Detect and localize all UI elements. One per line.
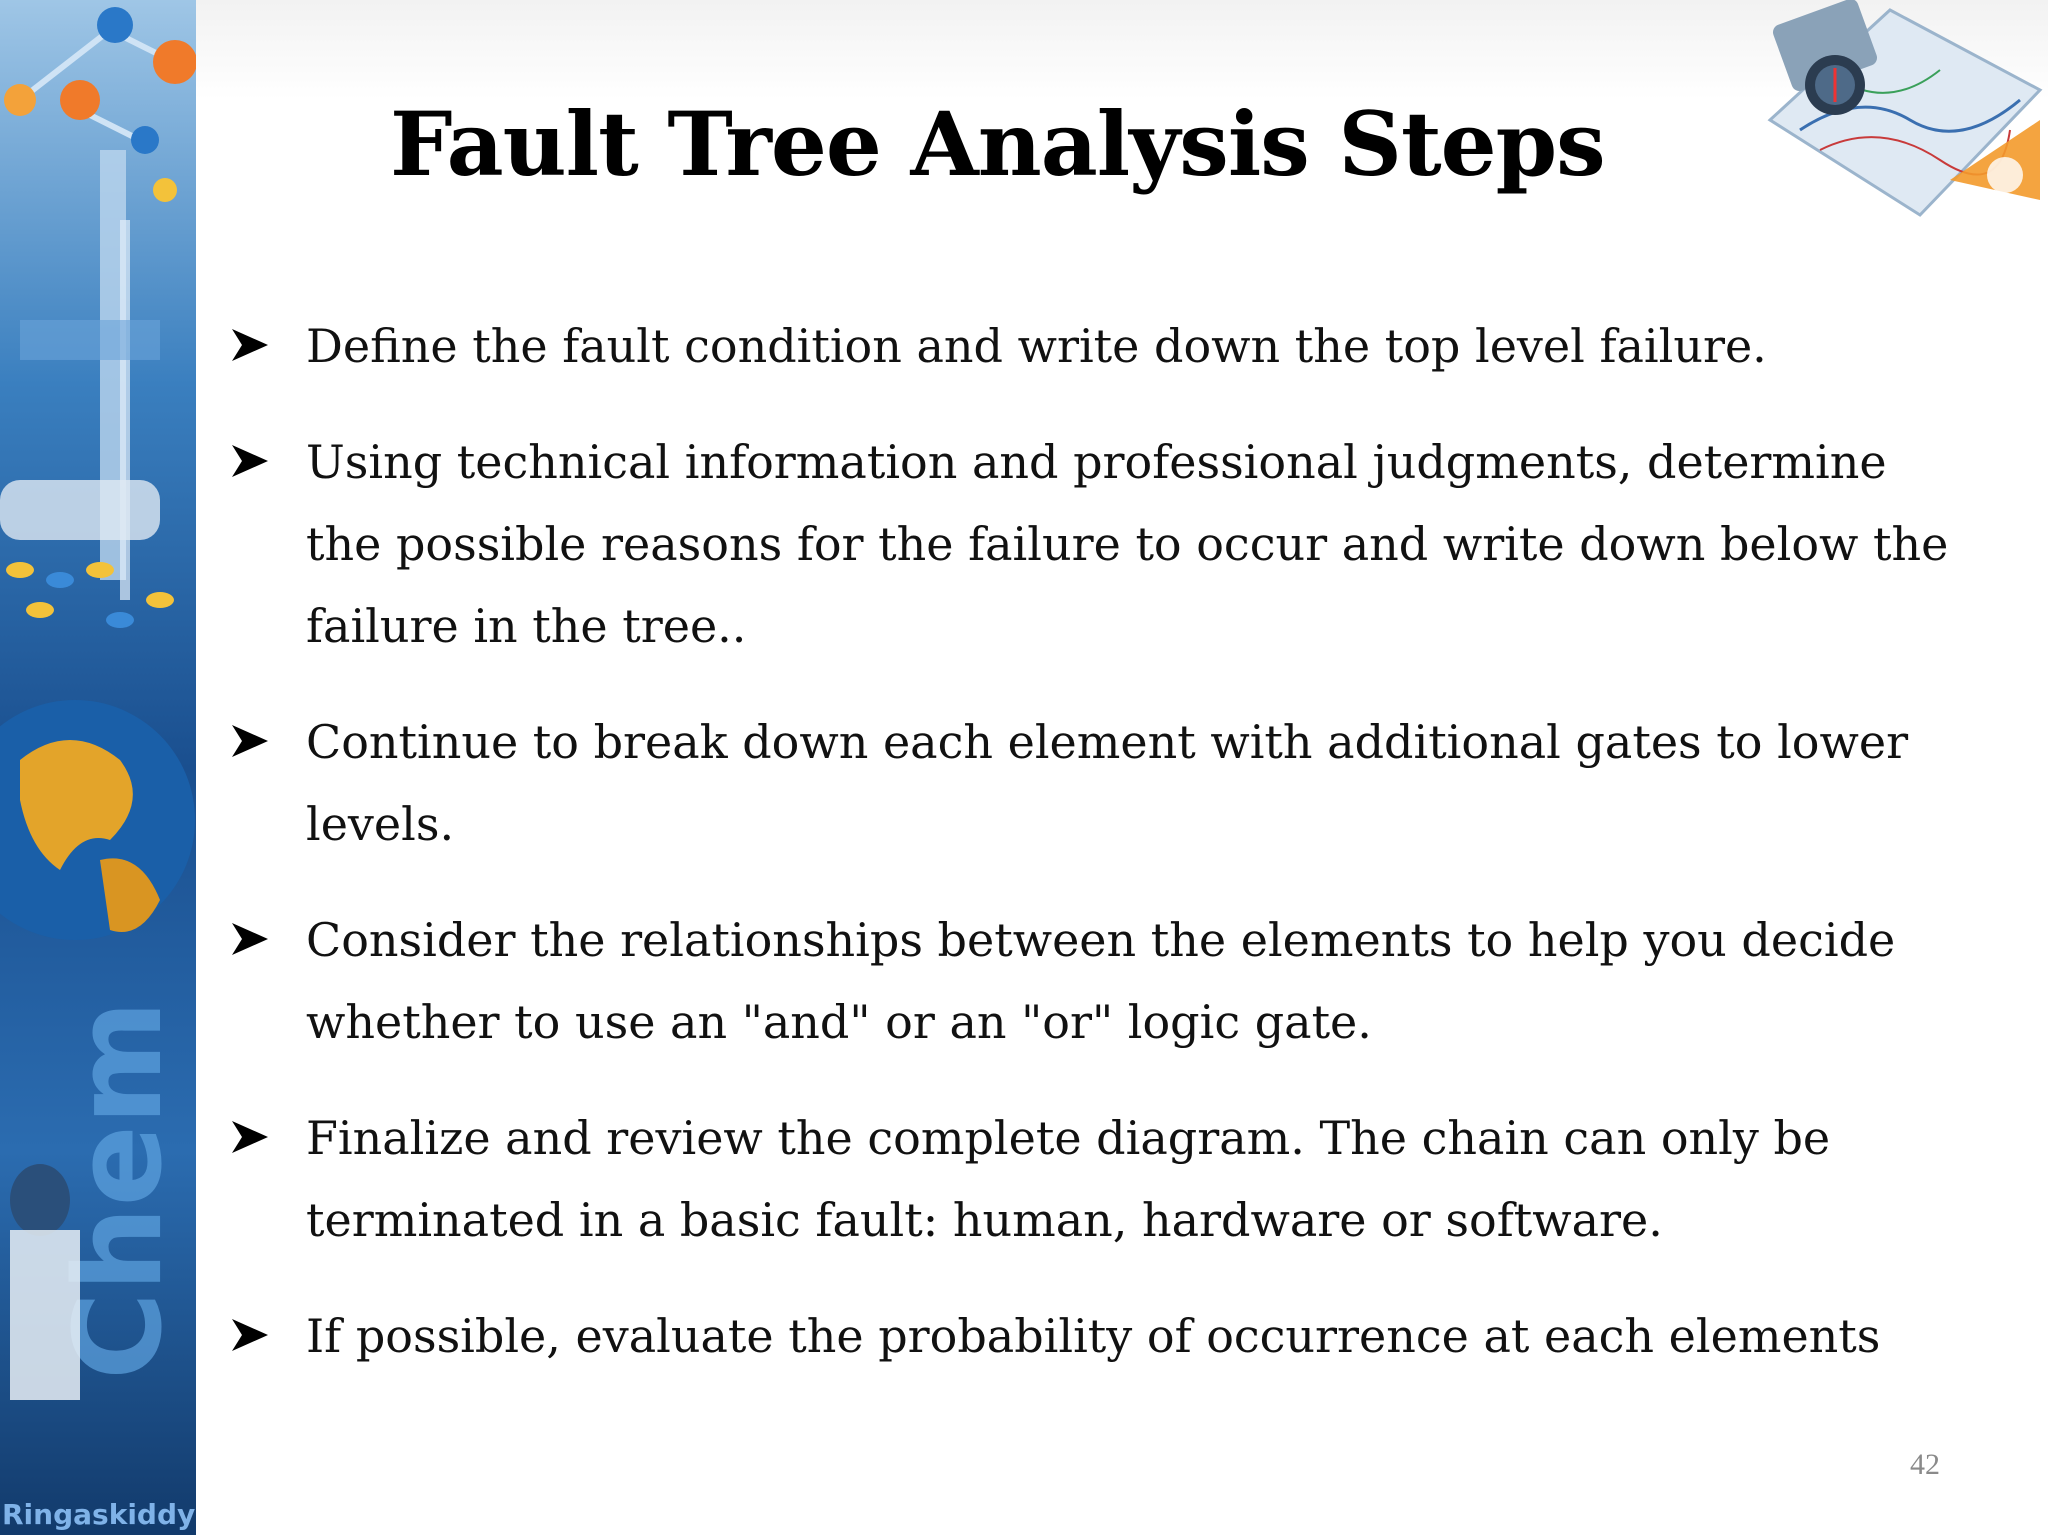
bullet-text: Continue to break down each element with… [306, 715, 1909, 851]
bullet-text: Consider the relationships between the e… [306, 913, 1896, 1049]
slide-title: Fault Tree Analysis Steps [390, 92, 1606, 196]
bullet-text: Using technical information and professi… [306, 435, 1949, 653]
map-compass-illustration [1740, 0, 2048, 235]
arrow-bullet-icon [232, 923, 268, 955]
bullet-text: Define the fault condition and write dow… [306, 319, 1767, 373]
bullet-item: Define the fault condition and write dow… [230, 305, 1950, 387]
bullet-list: Define the fault condition and write dow… [230, 305, 1950, 1411]
arrow-bullet-icon [232, 1121, 268, 1153]
page-number: 42 [1910, 1448, 1940, 1481]
arrow-bullet-icon [232, 329, 268, 361]
bullet-item: Using technical information and professi… [230, 421, 1950, 667]
bullet-item: If possible, evaluate the probability of… [230, 1295, 1950, 1377]
bullet-text: If possible, evaluate the probability of… [306, 1309, 1881, 1363]
bullet-text: Finalize and review the complete diagram… [306, 1111, 1831, 1247]
bullet-item: Continue to break down each element with… [230, 701, 1950, 865]
bullet-item: Finalize and review the complete diagram… [230, 1097, 1950, 1261]
banner-logo-text: Ringaskiddy [2, 1498, 196, 1531]
arrow-bullet-icon [232, 1319, 268, 1351]
side-decorative-banner: Chem Ringaskiddy [0, 0, 196, 1535]
bullet-item: Consider the relationships between the e… [230, 899, 1950, 1063]
molecule-globe-illustration: Chem [0, 7, 196, 1400]
arrow-bullet-icon [232, 445, 268, 477]
header-band [196, 0, 2048, 100]
arrow-bullet-icon [232, 725, 268, 757]
